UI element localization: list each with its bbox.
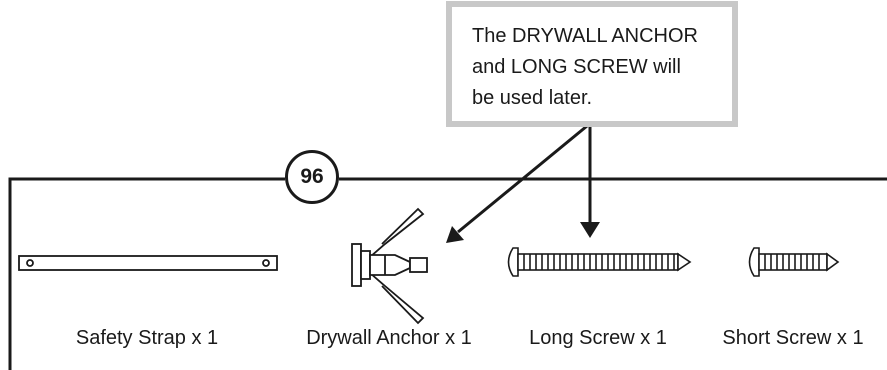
parts-frame (8, 177, 887, 370)
callout-note: The DRYWALL ANCHOR and LONG SCREW will b… (446, 1, 738, 127)
part-label-safety-strap: Safety Strap x 1 (75, 327, 219, 349)
callout-text: The DRYWALL ANCHOR and LONG SCREW will b… (472, 21, 698, 114)
part-label-drywall-anchor: Drywall Anchor x 1 (306, 327, 472, 349)
long-screw-icon (507, 247, 692, 277)
callout-line: and LONG SCREW will (472, 56, 681, 78)
part-label-short-screw: Short Screw x 1 (722, 327, 864, 349)
short-screw-icon (748, 247, 840, 277)
callout-line: The DRYWALL ANCHOR (472, 25, 698, 47)
callout-line: be used later. (472, 87, 593, 109)
drywall-anchor-icon (351, 207, 428, 325)
callout-arrows (446, 122, 600, 243)
safety-strap-icon (18, 255, 278, 271)
step-number-badge: 96 (285, 150, 339, 204)
part-label-long-screw: Long Screw x 1 (529, 327, 667, 349)
